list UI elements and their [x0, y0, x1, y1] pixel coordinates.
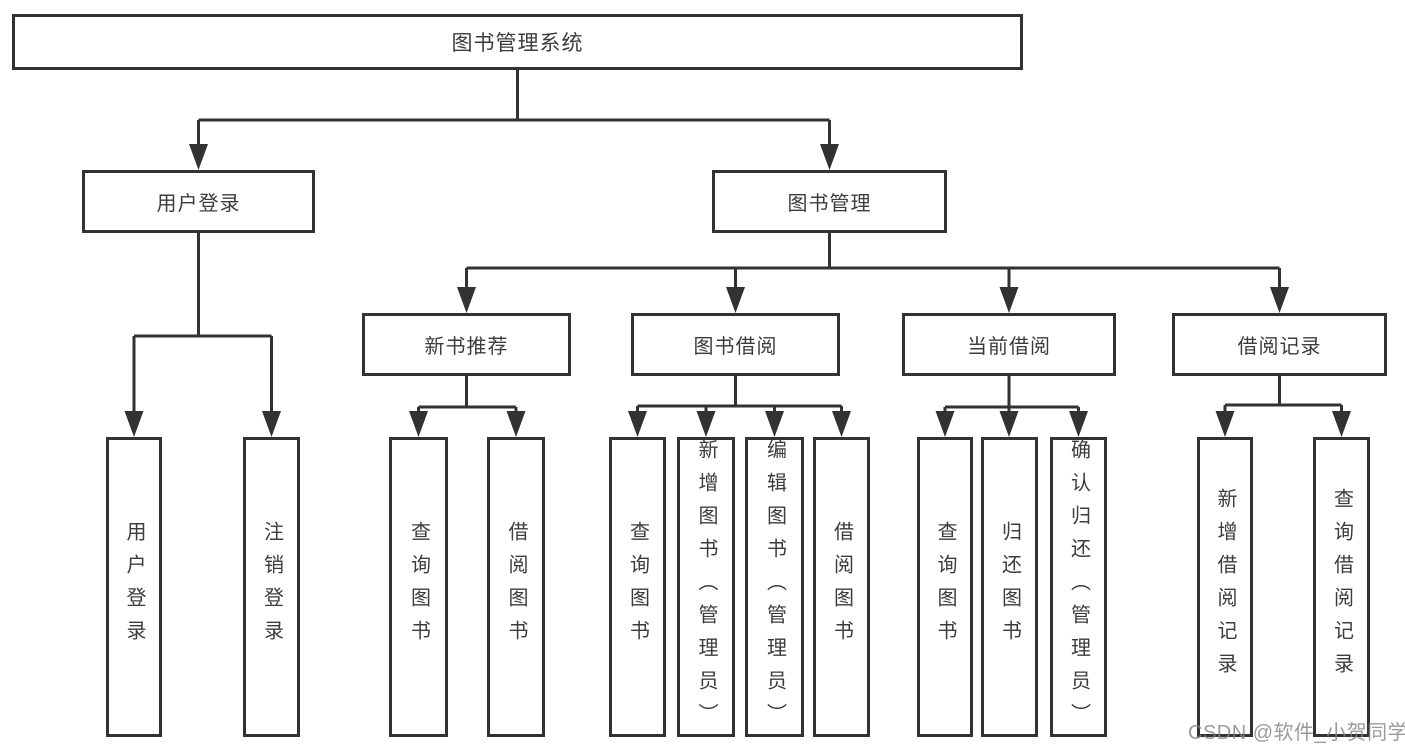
- leaf-label: 借阅图书: [505, 521, 527, 653]
- leaf-label: 新增图书（管理员）: [695, 438, 717, 736]
- connector-user-login-children: [124, 233, 281, 437]
- leaf-logout: 注销登录: [243, 437, 300, 737]
- watermark: CSDN @软件_小贺同学: [1188, 722, 1405, 744]
- leaf-add-borrow-record: 新增借阅记录: [1197, 437, 1253, 737]
- leaf-label: 编辑图书（管理员）: [763, 438, 786, 736]
- arrow-down-icon: [262, 411, 281, 437]
- arrow-down-icon: [696, 411, 716, 437]
- node-user-login: 用户登录: [82, 170, 315, 233]
- leaf-label: 注销登录: [260, 521, 283, 653]
- leaf-query-books-recommend: 查询图书: [389, 437, 448, 737]
- arrow-down-icon: [832, 411, 851, 437]
- leaf-label: 用户登录: [123, 521, 145, 653]
- connector-borrow-records-children: [1215, 376, 1351, 437]
- leaf-query-borrow-record: 查询借阅记录: [1313, 437, 1370, 737]
- connector-root-to-level2: [189, 70, 839, 170]
- leaf-add-books-admin: 新增图书（管理员）: [677, 437, 735, 737]
- leaf-label: 查询图书: [626, 521, 649, 653]
- arrow-down-icon: [628, 411, 647, 437]
- leaf-confirm-return-admin: 确认归还（管理员）: [1050, 437, 1107, 737]
- node-new-book-recommendation: 新书推荐: [362, 313, 571, 376]
- leaf-user-login: 用户登录: [106, 437, 162, 737]
- leaf-label: 查询借阅记录: [1330, 488, 1353, 686]
- arrow-down-icon: [457, 287, 476, 313]
- leaf-label: 借阅图书: [830, 521, 853, 653]
- arrow-down-icon: [999, 287, 1019, 313]
- arrow-down-icon: [935, 411, 955, 437]
- arrow-down-icon: [1215, 411, 1235, 437]
- connector-new-book-rec-children: [409, 376, 526, 437]
- node-current-borrowing: 当前借阅: [902, 313, 1116, 376]
- arrow-down-icon: [1332, 411, 1351, 437]
- node-book-borrowing: 图书借阅: [631, 313, 840, 376]
- arrow-down-icon: [409, 411, 428, 437]
- node-book-management: 图书管理: [712, 170, 947, 233]
- leaf-borrow-books: 借阅图书: [813, 437, 870, 737]
- leaf-label: 归还图书: [998, 521, 1021, 653]
- leaf-label: 新增借阅记录: [1214, 488, 1236, 686]
- leaf-label: 确认归还（管理员）: [1067, 438, 1090, 736]
- arrow-down-icon: [1270, 287, 1289, 313]
- leaf-query-books-current: 查询图书: [917, 437, 973, 737]
- leaf-return-books: 归还图书: [981, 437, 1038, 737]
- arrow-down-icon: [506, 411, 526, 437]
- arrow-down-icon: [1069, 411, 1088, 437]
- leaf-label: 查询图书: [934, 521, 956, 653]
- leaf-query-books-borrow: 查询图书: [609, 437, 666, 737]
- node-library-management-system: 图书管理系统: [12, 14, 1023, 70]
- arrow-down-icon: [124, 411, 144, 437]
- arrow-down-icon: [765, 411, 784, 437]
- arrow-down-icon: [820, 144, 839, 170]
- leaf-edit-books-admin: 编辑图书（管理员）: [745, 437, 804, 737]
- connector-book-borrow-children: [628, 376, 851, 437]
- arrow-down-icon: [189, 144, 208, 170]
- node-borrowing-records: 借阅记录: [1172, 313, 1387, 376]
- leaf-label: 查询图书: [407, 521, 430, 653]
- leaf-borrow-books-recommend: 借阅图书: [487, 437, 545, 737]
- arrow-down-icon: [726, 287, 745, 313]
- arrow-down-icon: [999, 411, 1019, 437]
- connector-book-mgmt-children: [457, 233, 1289, 313]
- connector-current-borrow-children: [935, 376, 1088, 437]
